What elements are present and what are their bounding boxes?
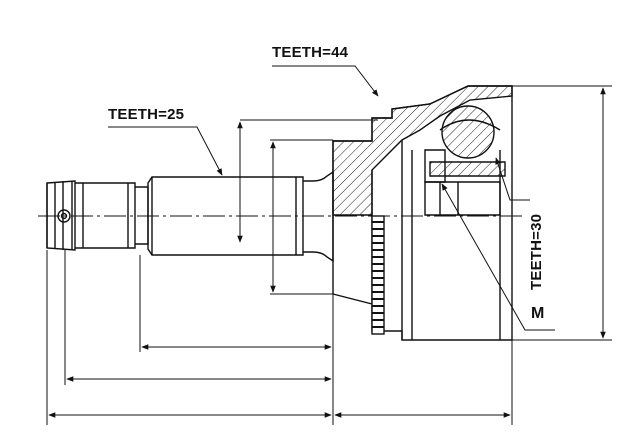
inner-race bbox=[424, 105, 506, 340]
leader-m bbox=[441, 183, 555, 331]
teeth-44-label: TEETH=44 bbox=[272, 44, 349, 61]
shaft-end-spline bbox=[46, 180, 149, 251]
leader-teeth-30 bbox=[495, 157, 530, 201]
abs-ring bbox=[371, 215, 385, 335]
teeth-25-label: TEETH=25 bbox=[108, 106, 185, 123]
teeth-30-label: TEETH=30 bbox=[528, 213, 545, 290]
leader-teeth-44 bbox=[272, 65, 379, 97]
m-thread-label: M bbox=[531, 305, 545, 322]
leader-teeth-25 bbox=[108, 126, 223, 176]
